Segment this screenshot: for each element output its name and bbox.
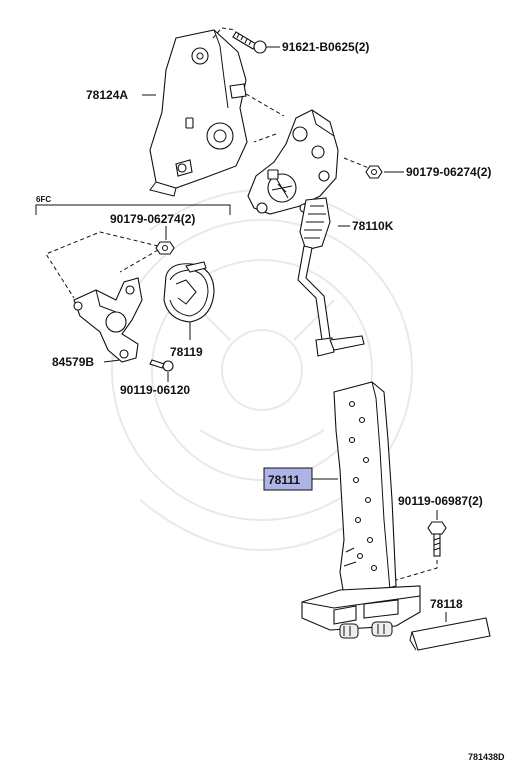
callout-78118[interactable]: 78118 — [430, 597, 463, 611]
callout-90179-06274-left[interactable]: 90179-06274(2) — [110, 212, 195, 226]
cover-78118-drawing — [409, 612, 491, 651]
bracket-84579b-drawing — [73, 277, 143, 363]
bracket-78124a-drawing — [149, 29, 248, 197]
callout-91621-b0625[interactable]: 91621-B0625(2) — [282, 40, 369, 54]
callout-78119[interactable]: 78119 — [170, 345, 203, 359]
bolt-91621-drawing — [232, 31, 267, 54]
group-tag-6fc[interactable]: 6FC — [36, 195, 51, 204]
group-bracket-line — [35, 204, 231, 215]
sensor-78110k-drawing — [247, 109, 365, 357]
nut-left-drawing — [155, 226, 175, 255]
callout-78110k[interactable]: 78110K — [352, 219, 394, 233]
bolt-small-drawing — [149, 359, 174, 382]
bolt-pedal-drawing — [427, 510, 447, 557]
callout-78124a[interactable]: 78124A — [86, 88, 128, 102]
callout-90119-06120[interactable]: 90119-06120 — [120, 383, 190, 397]
nut-right-drawing — [365, 165, 383, 179]
callout-78111[interactable]: 78111 — [268, 473, 300, 487]
diagram-id: 781438D — [468, 752, 505, 762]
clip-78119-drawing — [163, 261, 215, 340]
pedal-arm-78111-drawing — [301, 381, 421, 639]
callout-90119-06987[interactable]: 90119-06987(2) — [398, 494, 483, 508]
callout-84579b[interactable]: 84579B — [52, 355, 94, 369]
callout-90179-06274-right[interactable]: 90179-06274(2) — [406, 165, 491, 179]
